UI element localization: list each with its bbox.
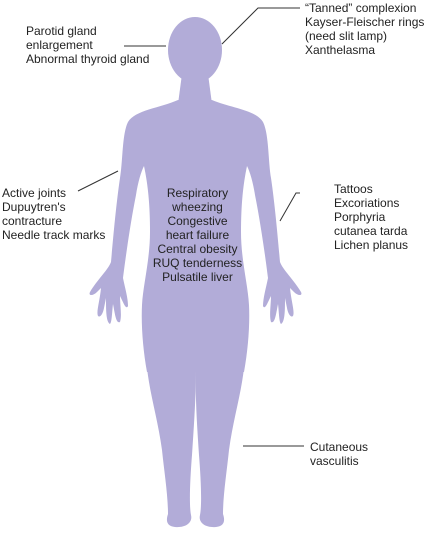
label-line: RUQ tenderness xyxy=(152,256,243,270)
label-line: Needle track marks xyxy=(2,228,106,242)
head xyxy=(168,17,222,83)
label-leg-right: Cutaneous vasculitis xyxy=(310,440,368,468)
leader-lines xyxy=(77,7,304,447)
label-line: Kayser-Fleischer rings xyxy=(305,15,425,29)
leader-line-arm xyxy=(279,192,300,222)
label-head-right: “Tanned” complexion Kayser-Fleischer rin… xyxy=(305,1,424,57)
label-line: Cutaneous xyxy=(310,440,369,454)
leader-line-tanned xyxy=(221,7,300,45)
neck xyxy=(178,74,212,104)
label-line: contracture xyxy=(2,214,63,228)
body-silhouette xyxy=(89,17,302,528)
label-line: enlargement xyxy=(26,38,93,52)
label-arm-right: Tattoos Excoriations Porphyria cutanea t… xyxy=(334,182,408,252)
label-line: Lichen planus xyxy=(334,238,409,252)
label-line: Congestive xyxy=(167,214,228,228)
label-line: Parotid gland xyxy=(26,24,97,38)
label-torso: Respiratory wheezing Congestive heart fa… xyxy=(145,186,250,284)
label-line: (need slit lamp) xyxy=(305,29,388,43)
label-line: cutanea tarda xyxy=(334,224,408,238)
label-head-left: Parotid gland enlargement Abnormal thyro… xyxy=(26,24,149,66)
label-line: Central obesity xyxy=(157,242,238,256)
label-hand-left: Active joints Dupuytren's contracture Ne… xyxy=(2,186,105,242)
torso-and-arms xyxy=(89,100,302,372)
label-line: Pulsatile liver xyxy=(162,270,233,284)
label-line: Porphyria xyxy=(334,210,386,224)
label-line: Xanthelasma xyxy=(305,43,376,57)
label-line: Respiratory xyxy=(166,186,229,200)
right-leg xyxy=(195,368,244,528)
leader-line-hands xyxy=(77,170,119,192)
label-line: vasculitis xyxy=(310,454,359,468)
label-line: Excoriations xyxy=(334,196,400,210)
label-line: heart failure xyxy=(165,228,230,242)
label-line: Active joints xyxy=(2,186,67,200)
label-line: Tattoos xyxy=(334,182,373,196)
label-line: Abnormal thyroid gland xyxy=(26,52,150,66)
label-line: Dupuytren's xyxy=(2,200,66,214)
label-line: wheezing xyxy=(172,200,223,214)
left-leg xyxy=(147,368,196,528)
label-line: “Tanned” complexion xyxy=(305,1,417,15)
